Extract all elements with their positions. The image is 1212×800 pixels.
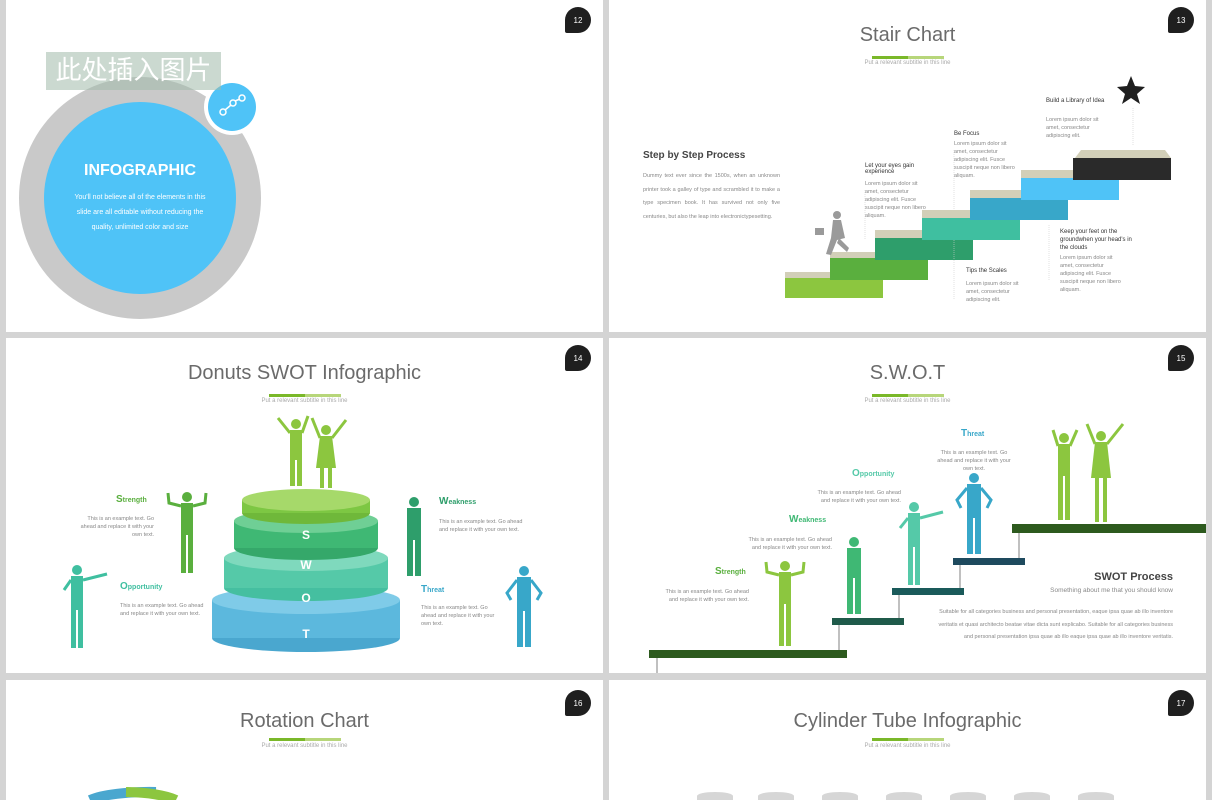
donut-stack-graphic xyxy=(62,415,543,652)
infographic-heading: INFOGRAPHIC xyxy=(84,162,196,179)
step-4-title: Keep your feet on the groundwhen your he… xyxy=(1060,229,1132,251)
step-5-body: Lorem ipsum dolor sit amet, consectetur … xyxy=(1046,117,1099,139)
slide-number-badge: 14 xyxy=(565,345,591,371)
slide-number-badge: 12 xyxy=(565,7,591,33)
climbing-man-icon xyxy=(815,211,849,255)
strength-person-icon xyxy=(166,492,208,573)
donut-letter-s: S xyxy=(301,528,310,542)
slide-14[interactable]: 14 Donuts SWOT Infographic Put a relevan… xyxy=(6,338,603,673)
step-1-title: Let your eyes gain experience xyxy=(865,163,915,175)
slide-15[interactable]: 15 S.W.O.T Put a relevant subtitle in th… xyxy=(609,338,1206,673)
donut-letter-w: W xyxy=(300,558,312,572)
opportunity-label: Opportunity xyxy=(852,468,895,479)
slide-title: Rotation Chart xyxy=(240,710,369,732)
infographic-body: You'll not believe all of the elements i… xyxy=(74,194,206,231)
step-2-body: Lorem ipsum dolor sit amet, consectetur … xyxy=(966,281,1019,303)
donut-letter-t: T xyxy=(302,627,310,641)
slide-number-badge: 15 xyxy=(1168,345,1194,371)
step-2-title: Tips the Scales xyxy=(966,268,1007,274)
slide-17[interactable]: 17 Cylinder Tube Infographic Put a relev… xyxy=(609,680,1206,800)
opportunity-body: This is an example text. Go ahead and re… xyxy=(817,490,901,504)
process-title: Step by Step Process xyxy=(643,150,746,161)
process-body: Dummy text ever since the 1500s, when an… xyxy=(643,173,780,220)
weakness-body: This is an example text. Go ahead and re… xyxy=(748,537,832,551)
cylinder-tubes-graphic xyxy=(697,792,1114,800)
threat-body: This is an example text. Go ahead and re… xyxy=(937,450,1011,472)
slide-subtitle: Put a relevant subtitle in this line xyxy=(261,743,348,749)
slide-13[interactable]: 13 Stair Chart Put a relevant subtitle i… xyxy=(609,0,1206,332)
step-4-body: Lorem ipsum dolor sit amet, consectetur … xyxy=(1060,255,1121,293)
step-1-body: Lorem ipsum dolor sit amet, consectetur … xyxy=(865,181,926,219)
strength-label: Strength xyxy=(116,494,147,505)
donut-letter-o: O xyxy=(301,591,311,605)
title-underline xyxy=(871,738,944,741)
weakness-label: Weakness xyxy=(439,496,477,507)
weakness-person-icon xyxy=(847,537,861,614)
slide-title: Cylinder Tube Infographic xyxy=(793,710,1022,732)
swot-process-body: Suitable for all categories business and… xyxy=(938,609,1174,640)
stair-graphic xyxy=(785,76,1171,300)
rotation-chart-graphic xyxy=(87,786,179,800)
title-underline xyxy=(268,738,341,741)
step-5-title: Build a Library of Idea xyxy=(1046,98,1105,104)
share-icon xyxy=(219,94,246,116)
slide-title: S.W.O.T xyxy=(869,362,946,384)
slide-number-badge: 16 xyxy=(565,690,591,716)
strength-body: This is an example text. Go ahead and re… xyxy=(80,516,154,538)
slide-title: Donuts SWOT Infographic xyxy=(187,362,422,384)
weakness-person-icon xyxy=(407,497,421,576)
threat-body: This is an example text. Go ahead and re… xyxy=(421,605,495,627)
step-3-title: Be Focus xyxy=(954,131,980,137)
strength-label: Strength xyxy=(715,566,746,577)
threat-label: Threat xyxy=(961,428,985,439)
slide-subtitle: Put a relevant subtitle in this line xyxy=(261,398,348,404)
slide-subtitle: Put a relevant subtitle in this line xyxy=(864,398,951,404)
strength-body: This is an example text. Go ahead and re… xyxy=(665,589,749,603)
celebrating-people-icon xyxy=(1051,423,1125,522)
weakness-label: Weakness xyxy=(789,514,827,525)
strength-person-icon xyxy=(764,561,806,646)
threat-label: Threat xyxy=(421,584,445,595)
opportunity-person-icon xyxy=(898,502,944,585)
step-3-body: Lorem ipsum dolor sit amet, consectetur … xyxy=(954,141,1015,179)
slide-subtitle: Put a relevant subtitle in this line xyxy=(864,60,951,66)
opportunity-label: Opportunity xyxy=(120,581,163,592)
title-underline xyxy=(871,56,944,59)
threat-person-icon xyxy=(955,473,993,554)
slide-16[interactable]: 16 Rotation Chart Put a relevant subtitl… xyxy=(6,680,603,800)
image-placeholder[interactable]: 此处插入图片 xyxy=(46,52,221,90)
threat-person-icon xyxy=(505,566,543,647)
slide-12[interactable]: 12 此处插入图片 INFOGRAPHIC You'll not believe… xyxy=(6,0,603,332)
swot-process-subtitle: Something about me that you should know xyxy=(1050,587,1173,594)
slide-subtitle: Put a relevant subtitle in this line xyxy=(864,743,951,749)
slide-number-badge: 17 xyxy=(1168,690,1194,716)
slide-number-badge: 13 xyxy=(1168,7,1194,33)
slide-title: Stair Chart xyxy=(859,24,956,46)
celebrating-people-icon xyxy=(276,415,348,488)
swot-steps-graphic xyxy=(649,423,1206,673)
opportunity-person-icon xyxy=(62,565,108,648)
swot-process-title: SWOT Process xyxy=(1094,571,1173,583)
title-underline xyxy=(268,394,341,397)
star-icon xyxy=(1117,76,1145,104)
weakness-body: This is an example text. Go ahead and re… xyxy=(439,519,523,533)
infographic-circles xyxy=(19,77,261,319)
title-underline xyxy=(871,394,944,397)
opportunity-body: This is an example text. Go ahead and re… xyxy=(120,603,204,617)
